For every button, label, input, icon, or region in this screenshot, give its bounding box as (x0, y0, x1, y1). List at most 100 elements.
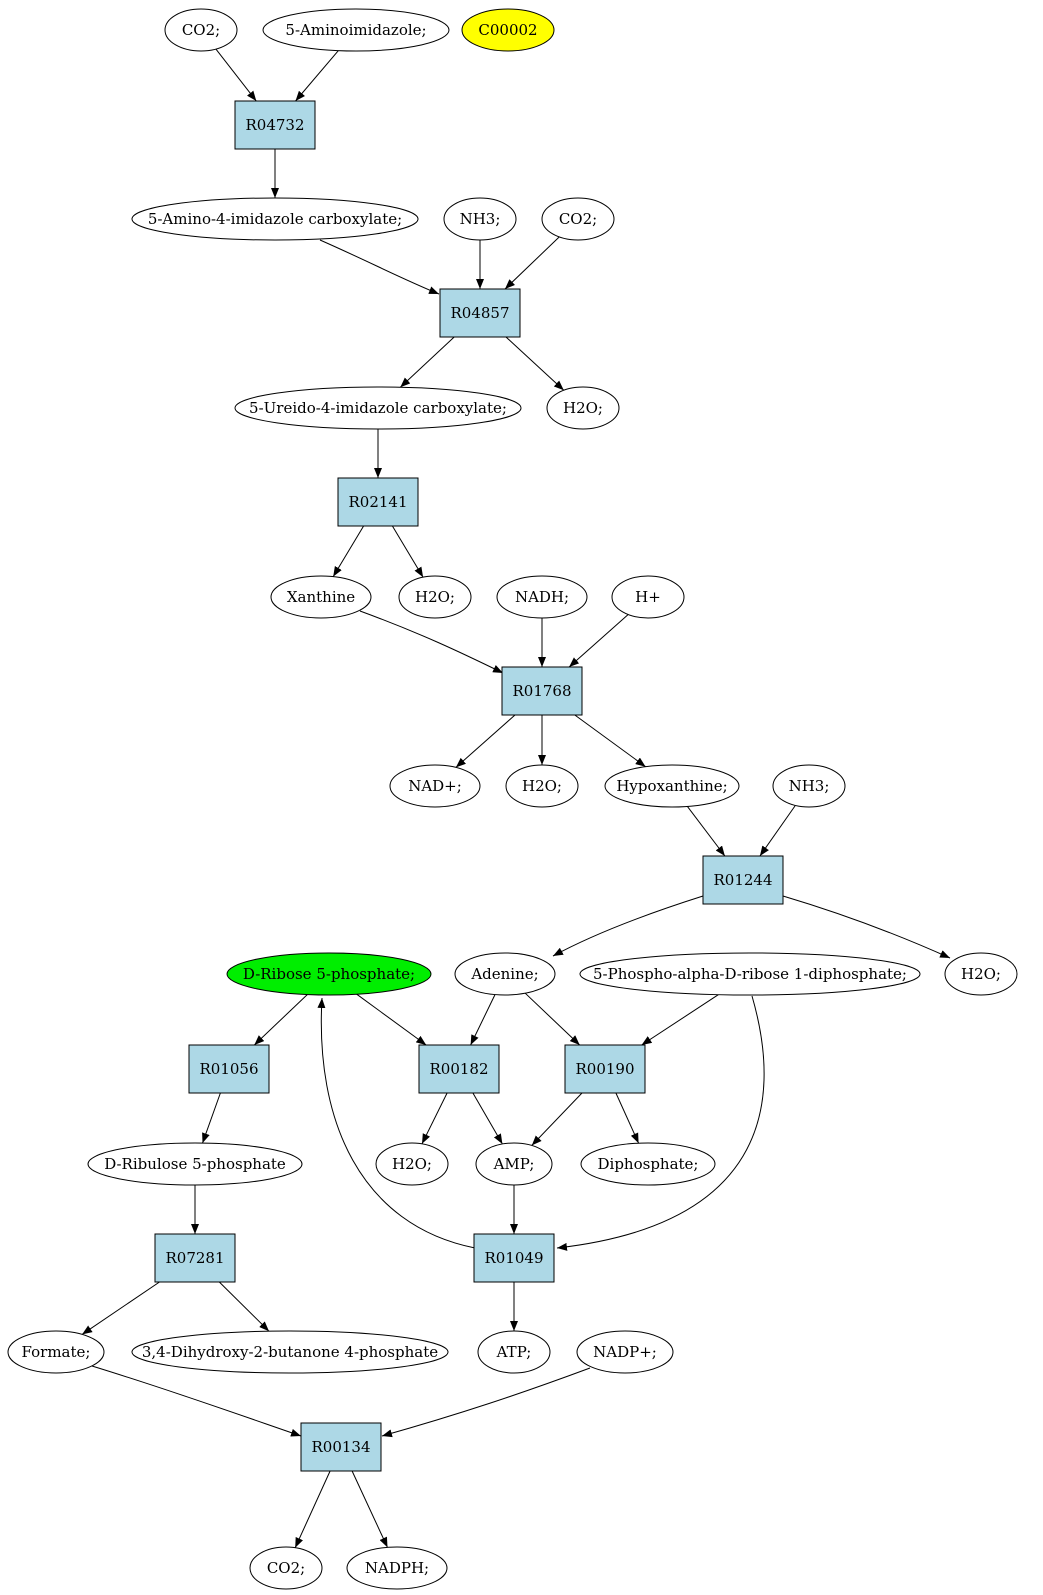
edge-arrow (574, 714, 646, 768)
reaction-node[interactable]: R01244 (702, 855, 784, 905)
compound-node[interactable]: CO2; (164, 8, 238, 52)
reaction-node[interactable]: R01049 (473, 1233, 555, 1283)
compound-node[interactable]: AMP; (475, 1142, 553, 1186)
reaction-node[interactable]: R00182 (418, 1044, 500, 1094)
compound-ellipse (398, 575, 472, 619)
compound-node[interactable]: H2O; (944, 952, 1018, 996)
compound-node[interactable]: NADH; (496, 575, 588, 619)
compound-ellipse (249, 1546, 323, 1590)
reaction-node[interactable]: R00134 (300, 1422, 382, 1472)
edge-arrow (294, 1470, 331, 1548)
compound-node[interactable]: NAD+; (389, 764, 481, 808)
edge-arrow (524, 992, 581, 1046)
edge-arrow (504, 236, 560, 290)
compound-label: H2O; (563, 399, 603, 417)
compound-ellipse (270, 575, 372, 619)
reaction-box (473, 1233, 555, 1283)
compound-node[interactable]: Formate; (7, 1330, 105, 1374)
compound-ellipse (579, 952, 921, 996)
compound-ellipse (375, 1142, 449, 1186)
edge-arrow (472, 1092, 503, 1145)
compound-node[interactable]: NH3; (443, 197, 517, 241)
reaction-node[interactable]: R04732 (234, 100, 316, 150)
reaction-box (564, 1044, 646, 1094)
edge-arrow (615, 1092, 640, 1144)
edge-arrow (470, 994, 496, 1046)
compound-node[interactable]: NADP+; (576, 1330, 674, 1374)
edge-arrow (202, 1092, 221, 1144)
reaction-node[interactable]: R01768 (501, 666, 583, 716)
compound-label: Formate; (22, 1343, 91, 1361)
reaction-label: R04732 (245, 116, 304, 134)
compound-ellipse (576, 1330, 674, 1374)
reaction-label: R00190 (575, 1060, 634, 1078)
compound-node[interactable]: 5-Ureido-4-imidazole carboxylate; (234, 386, 522, 430)
compound-node[interactable]: CO2; (541, 197, 615, 241)
reaction-label: R01768 (512, 682, 571, 700)
edge-arrow (215, 48, 257, 102)
compound-node[interactable]: NH3; (772, 764, 846, 808)
compound-node[interactable]: Xanthine (270, 575, 372, 619)
compound-ellipse (546, 386, 620, 430)
edge-arrow (641, 994, 719, 1046)
compound-label: H2O; (522, 777, 562, 795)
compound-label: H2O; (392, 1155, 432, 1173)
reaction-box (154, 1233, 236, 1283)
compound-label: NADP+; (593, 1343, 657, 1361)
reaction-box (702, 855, 784, 905)
edge-arrow (455, 714, 516, 768)
reaction-node[interactable]: R02141 (337, 477, 419, 527)
compound-node[interactable]: H2O; (505, 764, 579, 808)
compound-ellipse (131, 1330, 449, 1374)
compound-node[interactable]: Adenine; (454, 952, 556, 996)
compound-node[interactable]: Diphosphate; (580, 1142, 716, 1186)
compound-ellipse (604, 764, 740, 808)
edge-arrow (687, 806, 726, 857)
compound-node[interactable]: D-Ribulose 5-phosphate (87, 1142, 303, 1186)
compound-node[interactable]: 5-Phospho-alpha-D-ribose 1-diphosphate; (579, 952, 921, 996)
compound-label: NAD+; (408, 777, 462, 795)
compound-ellipse (461, 8, 555, 52)
reaction-node[interactable]: R04857 (439, 288, 521, 338)
compound-node[interactable]: D-Ribose 5-phosphate; (226, 952, 432, 996)
compound-label: Adenine; (470, 965, 538, 983)
compound-ellipse (346, 1546, 448, 1590)
compound-label: CO2; (182, 21, 220, 39)
compound-node[interactable]: 5-Aminoimidazole; (262, 8, 450, 52)
reaction-box (300, 1422, 382, 1472)
edge-arrow (399, 336, 455, 388)
compound-node[interactable]: H2O; (375, 1142, 449, 1186)
compound-node[interactable]: H2O; (398, 575, 472, 619)
reaction-label: R00134 (311, 1438, 370, 1456)
reaction-node[interactable]: R07281 (154, 1233, 236, 1283)
reaction-box (234, 100, 316, 150)
reaction-node[interactable]: R01056 (188, 1044, 270, 1094)
compound-node[interactable]: ATP; (477, 1330, 551, 1374)
reaction-label: R01244 (713, 871, 772, 889)
compound-node[interactable]: CO2; (249, 1546, 323, 1590)
compound-node[interactable]: NADPH; (346, 1546, 448, 1590)
edge-arrow (421, 1092, 448, 1145)
compound-node[interactable]: H2O; (546, 386, 620, 430)
compound-node[interactable]: C00002 (461, 8, 555, 52)
compound-label: NH3; (789, 777, 830, 795)
reaction-box (501, 666, 583, 716)
reaction-label: R01056 (199, 1060, 258, 1078)
edges (81, 48, 951, 1548)
compound-label: 3,4-Dihydroxy-2-butanone 4-phosphate (142, 1343, 438, 1361)
edge-arrow (556, 995, 765, 1251)
edge-arrow (391, 525, 424, 578)
compound-ellipse (944, 952, 1018, 996)
reaction-label: R07281 (165, 1249, 224, 1267)
compound-label: Hypoxanthine; (616, 777, 727, 795)
compound-node[interactable]: H+ (611, 575, 685, 619)
compound-node[interactable]: 5-Amino-4-imidazole carboxylate; (131, 197, 419, 241)
edge-arrow (782, 895, 951, 959)
reaction-node[interactable]: R00190 (564, 1044, 646, 1094)
edge-arrow (317, 997, 476, 1249)
compound-node[interactable]: 3,4-Dihydroxy-2-butanone 4-phosphate (131, 1330, 449, 1374)
edge-arrow (91, 1365, 302, 1437)
compound-ellipse (226, 952, 432, 996)
compound-ellipse (131, 197, 419, 241)
compound-node[interactable]: Hypoxanthine; (604, 764, 740, 808)
